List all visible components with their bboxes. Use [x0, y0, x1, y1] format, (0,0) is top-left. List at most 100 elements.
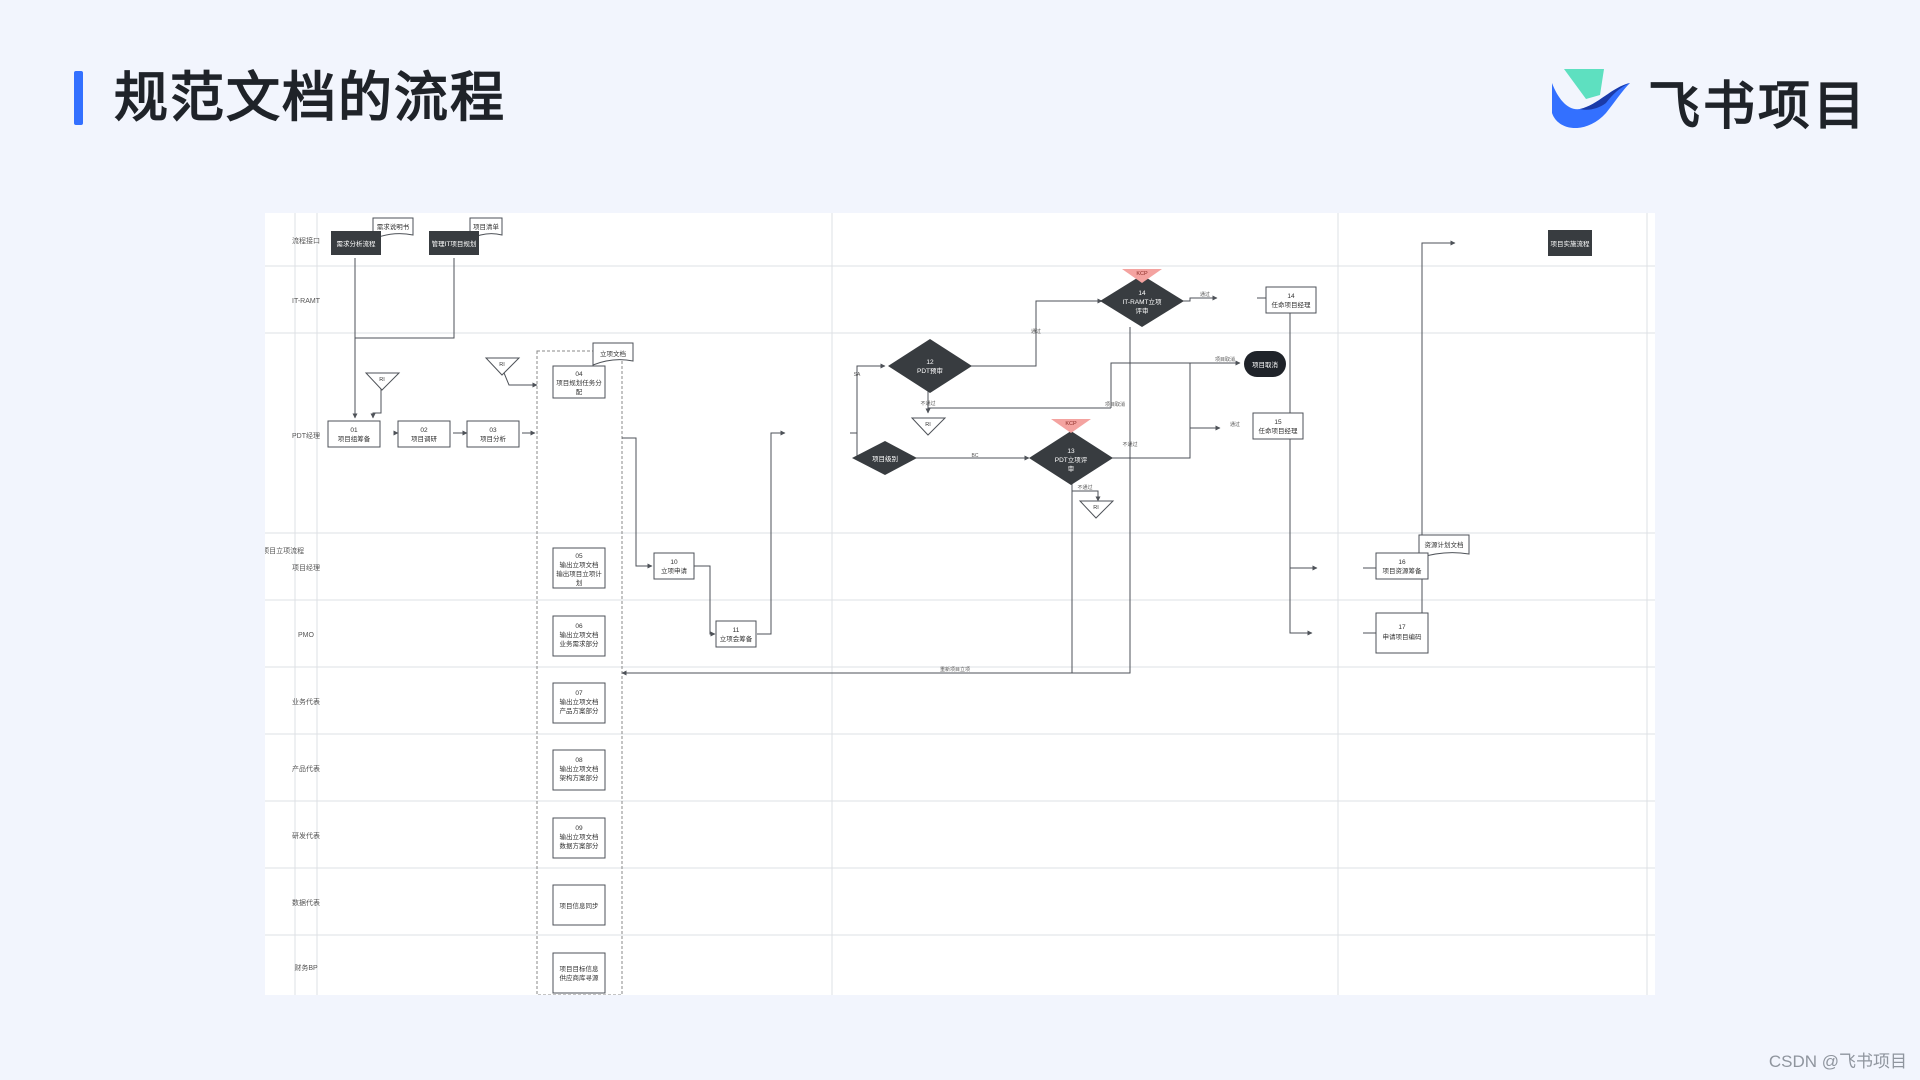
kcp-text-13: KCP	[1065, 421, 1077, 427]
step-finance-label-2: 供应商库寻源	[560, 973, 600, 982]
decision-13-label-2: 审	[1068, 464, 1075, 473]
kcp-markers	[1051, 269, 1162, 433]
step-sync	[552, 884, 606, 926]
kcp-marker-14	[1122, 269, 1162, 283]
step-09-num: 09	[575, 825, 583, 832]
edge-label-sa: SA	[854, 372, 861, 378]
ri-text-3: RI	[925, 422, 931, 428]
flowchart-diagram: IT项目立项流程 流程接口 IT-RAMT PDT经理 项目经理 PMO 业务代…	[265, 213, 1655, 995]
step-10-num: 10	[670, 559, 678, 566]
step-04	[552, 365, 606, 399]
step-08	[552, 749, 606, 791]
decision-14-num: 14	[1138, 290, 1146, 297]
step-09-label-2: 数据方案部分	[560, 841, 600, 850]
step-05-label-3: 划	[576, 578, 583, 587]
decision-13-num: 13	[1067, 448, 1075, 455]
decision-13	[1029, 431, 1113, 485]
edge-label-fail-3: 不通过	[1077, 484, 1092, 491]
lane-rd: 研发代表	[292, 831, 320, 840]
step-03	[466, 420, 520, 448]
decision-14-label: IT-RAMT立项	[1123, 297, 1162, 306]
doc-req-spec-text: 需求说明书	[377, 222, 410, 231]
step-04-label-2: 配	[576, 388, 583, 396]
decision-13-label: PDT立项评	[1055, 455, 1088, 464]
ri-text-1: RI	[379, 377, 385, 383]
lane-pm: 项目经理	[292, 563, 320, 572]
step-14-label: 任命项目经理	[1272, 300, 1312, 309]
step-05	[552, 547, 606, 589]
step-sync-label: 项目信息同步	[560, 901, 600, 910]
req-flow-box	[331, 231, 381, 255]
step-11-num: 11	[733, 627, 740, 634]
edge-label-pass: 通过	[1031, 328, 1041, 335]
decision-scope-text: 项目级别	[872, 454, 898, 463]
step-03-label: 项目分析	[480, 434, 507, 443]
edge-label-bc: BC	[972, 453, 979, 459]
step-16	[1375, 552, 1429, 580]
step-10-label: 立项申请	[661, 566, 688, 575]
step-06-label: 输出立项文档	[560, 630, 599, 639]
step-09	[552, 817, 606, 859]
lane-business: 业务代表	[292, 697, 320, 706]
flowchart-board: IT项目立项流程 流程接口 IT-RAMT PDT经理 项目经理 PMO 业务代…	[265, 213, 1655, 995]
step-08-label: 输出立项文档	[560, 764, 599, 773]
step-04-num: 04	[575, 371, 583, 378]
process-boxes	[327, 286, 1429, 994]
step-17	[1375, 612, 1429, 654]
step-16-num: 16	[1398, 559, 1406, 566]
edge-label-fail: 不通过	[920, 400, 935, 407]
step-05-label: 输出立项文档	[560, 560, 599, 569]
decision-12-label: PDT预审	[917, 366, 943, 375]
ri-marker-4	[1078, 500, 1115, 519]
edge-label-fail-2: 不通过	[1122, 441, 1137, 448]
step-06-num: 06	[575, 623, 583, 630]
step-04-label: 项目规划任务分	[556, 378, 602, 387]
lane-finance: 财务BP	[294, 963, 318, 972]
doc-initiation	[592, 342, 634, 366]
step-05-num: 05	[575, 553, 583, 560]
step-11-label: 立项会筹备	[720, 634, 753, 643]
doc-initiation-text: 立项文档	[600, 349, 626, 358]
logo: 飞书项目	[1550, 66, 1868, 136]
kcp-texts: KCP KCP	[1065, 271, 1148, 427]
ri-text-2: RI	[499, 362, 505, 368]
interface-texts: 需求分析流程 管理IT项目规划 项目实施流程	[337, 239, 1591, 248]
logo-text: 飞书项目	[1648, 77, 1869, 136]
impl-flow-box	[1548, 230, 1592, 256]
lane-interface: 流程接口	[292, 236, 320, 245]
step-14-num: 14	[1287, 293, 1295, 300]
page-title: 规范文档的流程	[114, 68, 506, 128]
doc-resource-text: 资源计划文档	[1425, 540, 1464, 549]
step-10	[653, 552, 695, 580]
lane-pdt: PDT经理	[292, 431, 320, 440]
edge-label-restart: 重新项目立项	[940, 666, 970, 673]
lane-product: 产品代表	[292, 764, 320, 773]
terminal-cancel-text: 项目取消	[1252, 360, 1279, 369]
ri-marker-2	[484, 357, 521, 376]
interface-boxes	[331, 230, 1592, 256]
step-finance	[552, 952, 606, 994]
credit-watermark: CSDN @飞书项目	[1768, 1052, 1907, 1071]
group-label: IT项目立项流程	[265, 546, 304, 555]
ri-marker-3	[910, 417, 947, 436]
step-03-num: 03	[489, 427, 497, 434]
edge-label-pass-3: 通过	[1230, 421, 1240, 428]
step-08-label-2: 架构方案部分	[560, 773, 600, 782]
title-accent-bar	[74, 71, 83, 125]
decisions	[852, 275, 1184, 485]
step-07	[552, 682, 606, 724]
step-06	[552, 615, 606, 657]
step-01	[327, 420, 381, 448]
step-07-label-2: 产品方案部分	[560, 706, 600, 715]
step-17-label: 申请项目编码	[1383, 632, 1423, 641]
step-14	[1265, 286, 1317, 314]
swimlane-grid	[265, 213, 1655, 995]
edge-labels: SA BC 通过 通过 通过 不通过 不通过 不通过 项目取消 项目取消 重新项…	[854, 291, 1240, 673]
ri-markers	[364, 357, 1115, 519]
decision-12-num: 12	[926, 359, 934, 366]
it-plan-text: 管理IT项目规划	[432, 239, 477, 248]
step-07-num: 07	[575, 690, 583, 697]
step-16-label: 项目资源筹备	[1383, 566, 1423, 575]
terminal-cancel	[1244, 351, 1286, 377]
process-texts: 01 项目组筹备 02 项目调研 03 项目分析 04 项目规划任务分 配 05…	[338, 293, 1422, 982]
